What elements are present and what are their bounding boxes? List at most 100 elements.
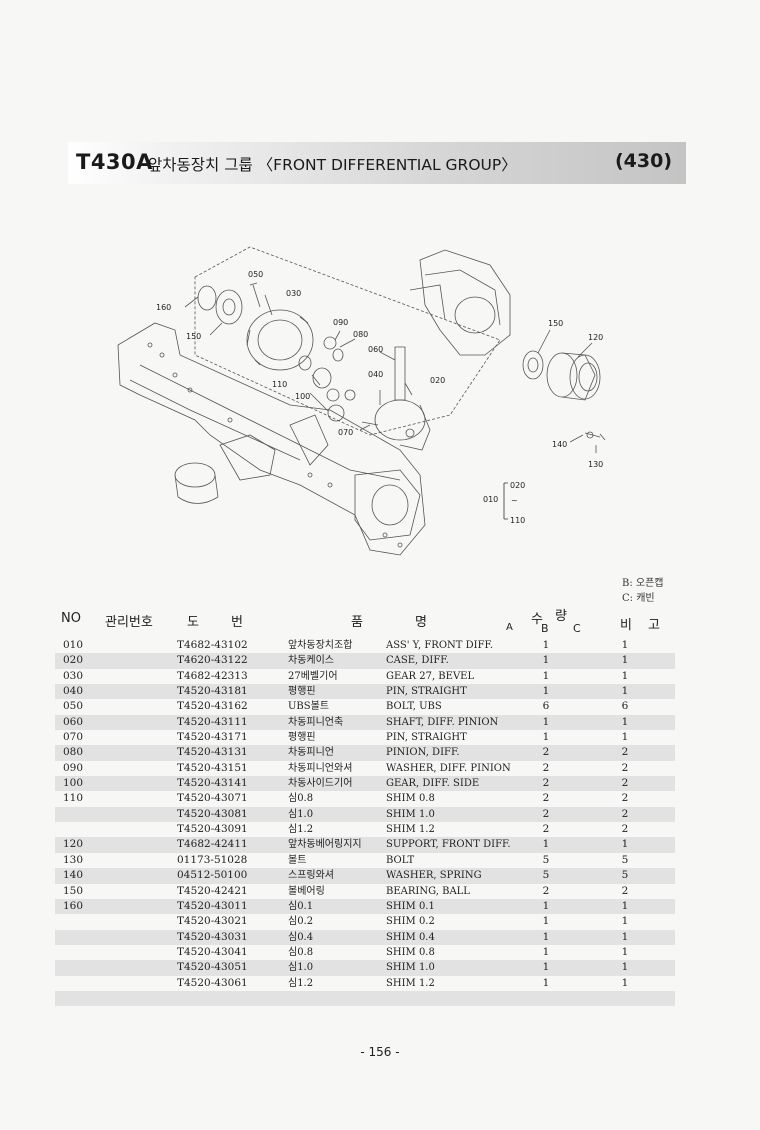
cell-korean-name: 스프링와셔: [288, 870, 334, 882]
cell-korean-name: 심0.8: [288, 793, 314, 805]
cell-part-number: T4520-43091: [177, 823, 248, 836]
cell-korean-name: 차동사이드기어: [288, 778, 353, 790]
callout-040: 040: [368, 370, 383, 379]
cell-english-name: PINION, DIFF.: [386, 747, 460, 759]
table-row: T4520-43041 심0.8 SHIM 0.8 1 1: [55, 945, 675, 960]
cell-qty-c: 1: [621, 961, 629, 974]
cell-qty-c: 2: [621, 823, 629, 836]
page-number: - 156 -: [360, 1045, 400, 1059]
cell-part-number: T4520-43162: [177, 700, 248, 713]
cell-qty-b: 1: [542, 685, 550, 698]
cell-korean-name: 심1.0: [288, 962, 314, 974]
cell-korean-name: 차동케이스: [288, 655, 334, 667]
cell-qty-b: 1: [542, 731, 550, 744]
group-page-ref: (430): [614, 150, 672, 172]
table-row: [55, 990, 675, 1007]
cell-part-number: 01173-51028: [177, 853, 248, 866]
cell-korean-name: 심0.8: [288, 946, 314, 958]
cell-qty-c: 1: [621, 930, 629, 943]
cell-english-name: ASS' Y, FRONT DIFF.: [386, 640, 494, 651]
cell-korean-name: 앞차동베어링지지: [288, 839, 362, 851]
cell-no: 120: [63, 838, 84, 851]
cell-qty-c: 2: [621, 761, 629, 774]
cell-english-name: SHIM 0.8: [386, 793, 435, 805]
callout-030: 030: [286, 289, 301, 298]
header-remarks-bi: 비: [620, 618, 632, 633]
cell-qty-c: 2: [621, 746, 629, 759]
diagram-drawing: 050 030 160 150 090 080 060 110 100 040 …: [117, 246, 606, 556]
cell-english-name: SUPPORT, FRONT DIFF.: [386, 839, 511, 851]
cell-korean-name: 27베벨기어: [288, 670, 338, 682]
cell-qty-c: 1: [621, 945, 629, 958]
cell-qty-b: 1: [542, 669, 550, 682]
group-range-top: 020: [510, 481, 525, 490]
cell-english-name: SHIM 0.4: [386, 931, 435, 943]
cell-no: 070: [63, 731, 84, 744]
cell-qty-b: 1: [542, 899, 550, 912]
cell-qty-b: 2: [542, 792, 550, 805]
diagram-callouts: 050 030 160 150 090 080 060 110 100 040 …: [156, 270, 603, 525]
cell-part-number: T4520-43021: [177, 915, 248, 928]
callout-080: 080: [353, 330, 368, 339]
cell-english-name: GEAR, DIFF. SIDE: [386, 778, 480, 790]
header-drawing: 도: [187, 615, 199, 630]
cell-korean-name: 심1.2: [288, 824, 314, 836]
callout-110: 110: [272, 380, 287, 389]
cell-no: 020: [63, 654, 84, 667]
cell-qty-b: 1: [542, 715, 550, 728]
cell-no: 040: [63, 685, 84, 698]
cell-qty-c: 5: [621, 853, 629, 866]
cell-korean-name: 차동피니언: [288, 747, 334, 759]
cell-qty-c: 2: [621, 777, 629, 790]
cell-qty-c: 1: [621, 838, 629, 851]
cell-qty-c: 1: [621, 915, 629, 928]
cell-english-name: BEARING, BALL: [386, 885, 470, 897]
legend: B: 오픈캡 C: 캐빈: [622, 576, 664, 606]
cell-part-number: T4520-42421: [177, 884, 248, 897]
cell-part-number: T4520-43081: [177, 807, 248, 820]
cell-qty-c: 6: [621, 700, 629, 713]
cell-part-number: T4520-43041: [177, 945, 248, 958]
cell-korean-name: 심0.1: [288, 900, 314, 912]
cell-qty-b: 2: [542, 807, 550, 820]
cell-english-name: SHIM 0.8: [386, 946, 435, 958]
cell-part-number: T4520-43181: [177, 685, 248, 698]
cell-qty-b: 5: [542, 853, 550, 866]
cell-qty-c: 1: [621, 669, 629, 682]
cell-qty-b: 5: [542, 869, 550, 882]
cell-no: 010: [63, 639, 84, 651]
cell-qty-c: 2: [621, 884, 629, 897]
cell-qty-b: 1: [542, 945, 550, 958]
header-qty-su: 수: [531, 612, 543, 627]
cell-part-number: T4520-43111: [177, 715, 248, 728]
cell-part-number: 04512-50100: [177, 869, 248, 882]
cell-english-name: CASE, DIFF.: [386, 655, 449, 667]
cell-part-number: T4520-43151: [177, 761, 248, 774]
cell-part-number: T4520-43171: [177, 731, 248, 744]
cell-qty-b: 2: [542, 777, 550, 790]
callout-160: 160: [156, 303, 171, 312]
cell-korean-name: 앞차동장치조합: [288, 640, 353, 651]
cell-part-number: T4520-43131: [177, 746, 248, 759]
callout-090: 090: [333, 318, 348, 327]
cell-part-number: T4520-43061: [177, 976, 248, 989]
cell-qty-c: 1: [621, 715, 629, 728]
cell-qty-c: 1: [621, 639, 629, 651]
header-number: 번: [231, 615, 243, 630]
cell-no: 080: [63, 746, 84, 759]
cell-part-number: T4520-43051: [177, 961, 248, 974]
cell-no: 140: [63, 869, 84, 882]
